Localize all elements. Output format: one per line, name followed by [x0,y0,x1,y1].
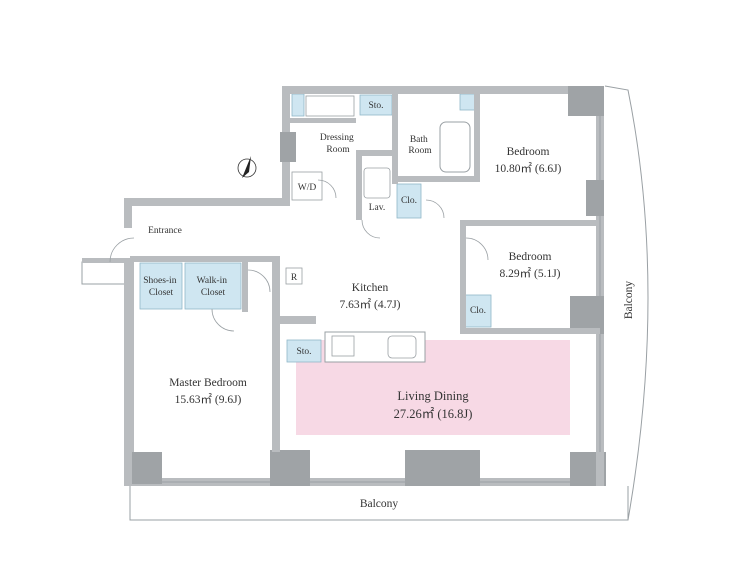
master-bedroom-name: Master Bedroom [169,377,247,389]
kitchen-area: 7.63㎡ (4.7J) [339,298,400,311]
closet-1-label: Clo. [401,196,417,206]
storage-top-label: Sto. [368,101,383,111]
bedroom-2-name: Bedroom [509,251,552,263]
balcony-bottom-label: Balcony [360,498,399,510]
entrance-label: Entrance [148,226,182,236]
closet-1-area [396,183,422,219]
dressing-room-label: Dressing Room [320,133,356,155]
bedroom-2-area: 8.29㎡ (5.1J) [499,267,560,280]
closet-2-label: Clo. [470,306,486,316]
refrigerator-label: R [291,273,298,283]
kitchen-name: Kitchen [352,282,389,294]
walk-in-closet-area [184,262,242,310]
storage-shelf-area [291,93,305,117]
shoes-in-closet-area [139,262,183,310]
balcony-bottom-outline [129,486,629,521]
storage-kitchen-area [286,339,322,363]
bedroom-1-name: Bedroom [507,146,550,158]
shoes-in-closet-label: Shoes-in Closet [143,276,179,298]
living-dining-area: 27.26㎡ (16.8J) [394,407,473,421]
doors [109,179,489,332]
lav-label: Lav. [369,203,386,213]
bedroom-1-area: 10.80㎡ (6.6J) [495,162,562,175]
master-bedroom-area: 15.63㎡ (9.6J) [175,393,242,406]
living-dining-name: Living Dining [397,389,469,403]
bath-room-label: Bath Room [408,135,432,156]
balcony-right-label: Balcony [623,281,635,320]
windows [162,116,601,483]
balcony-right-outline [604,85,649,521]
north-arrow-icon [237,156,257,178]
storage-kitchen-label: Sto. [296,347,311,357]
walk-in-closet-label: Walk-in Closet [197,276,230,298]
storage-small-area [459,93,477,111]
wd-label: W/D [298,183,317,193]
